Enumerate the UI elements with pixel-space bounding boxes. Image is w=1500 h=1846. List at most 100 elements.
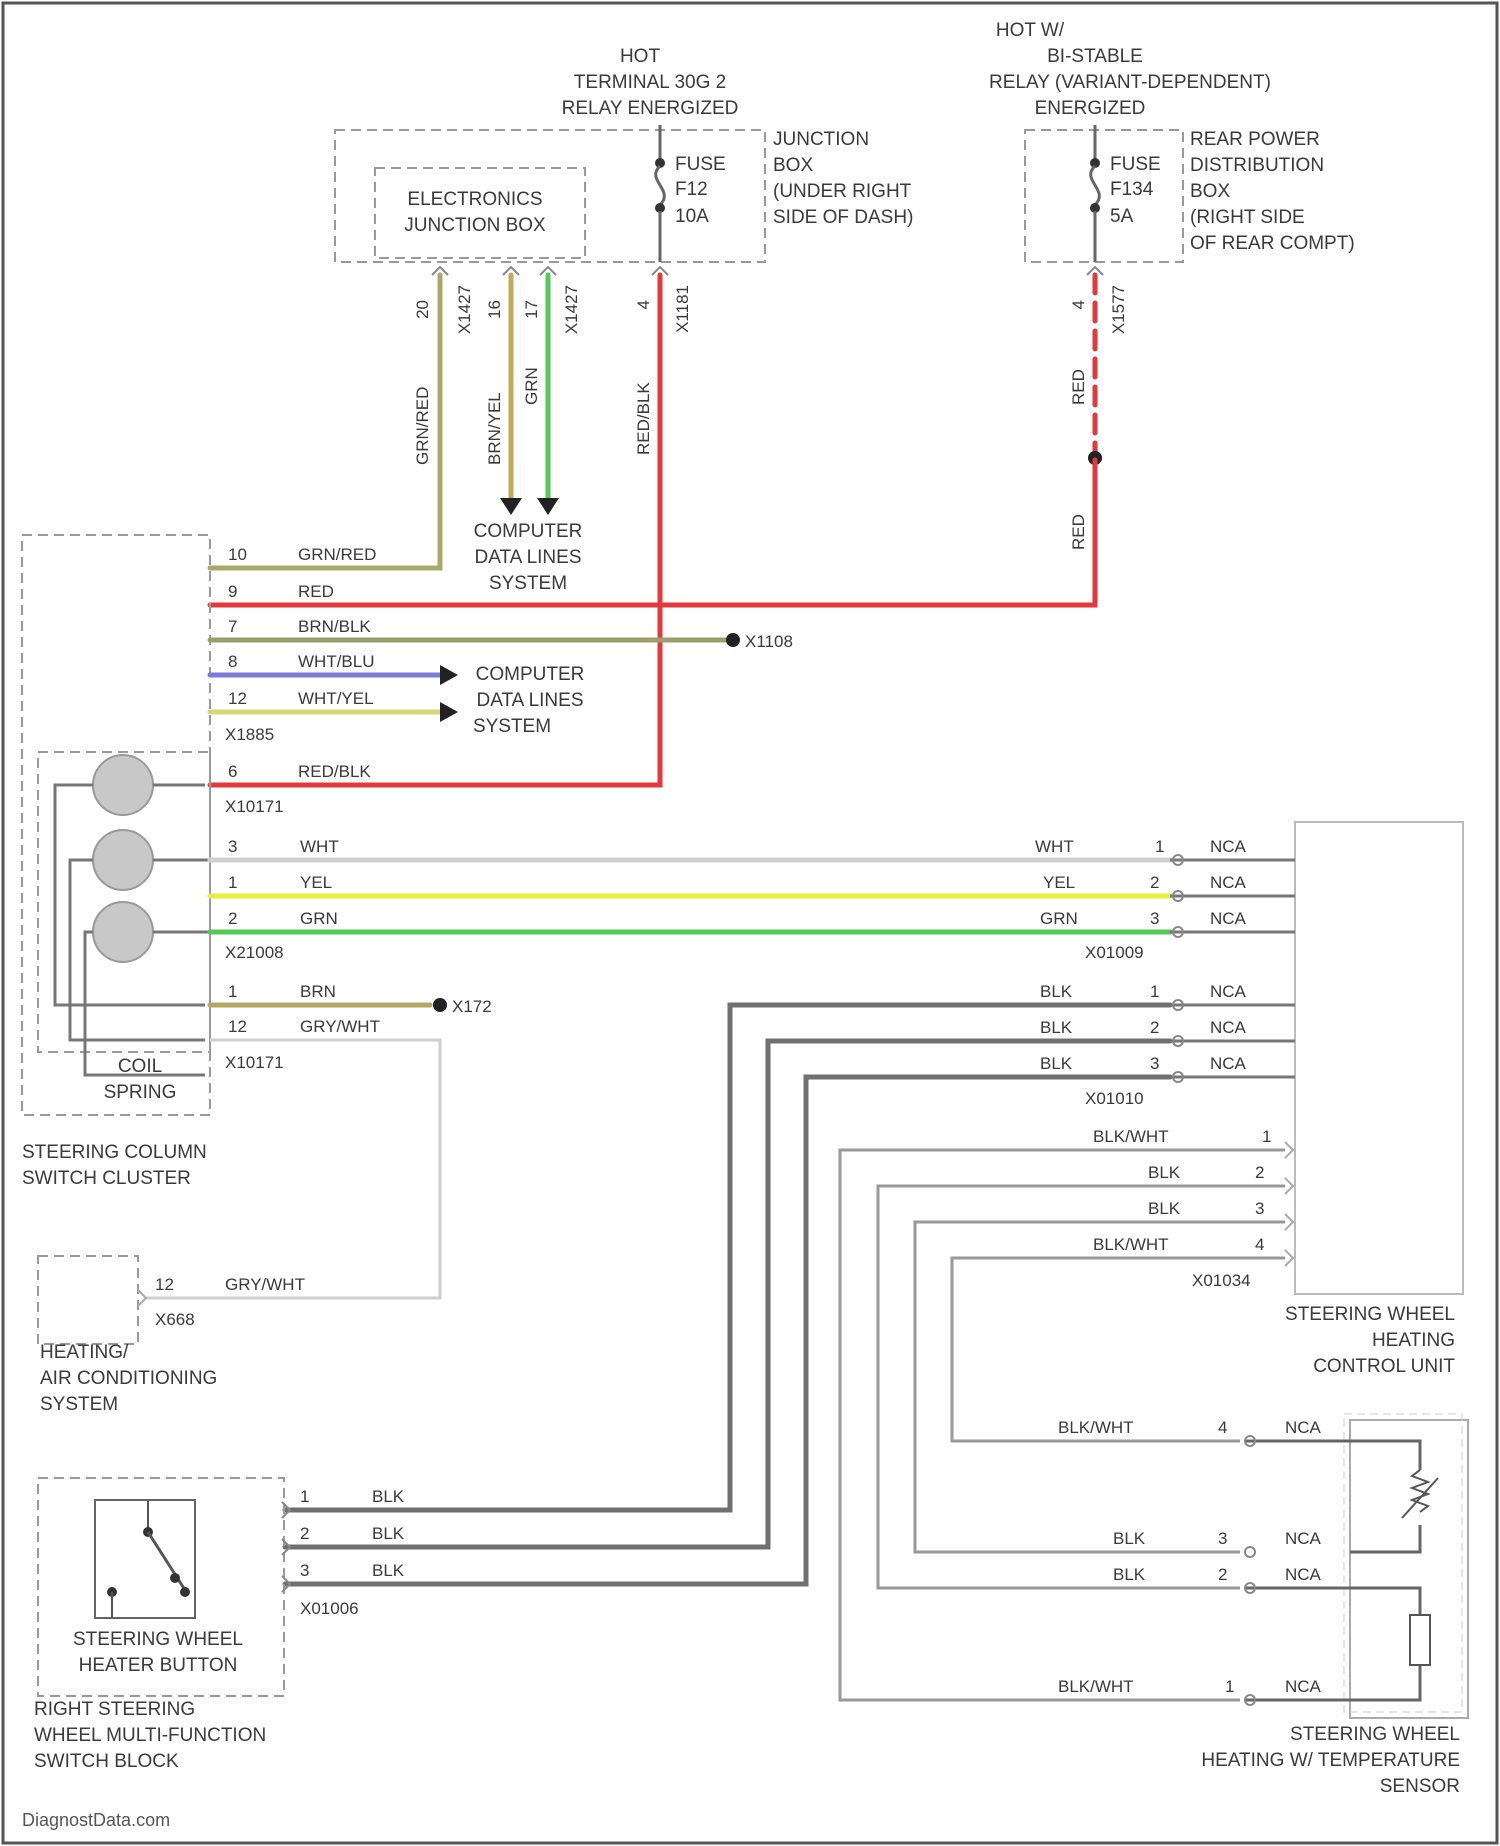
sensor-row1-wire: BLK/WHT — [1058, 1418, 1134, 1437]
bb-row2-pin: 2 — [300, 1524, 309, 1543]
heater-button-box — [95, 1500, 195, 1618]
rear-box-label-1: REAR POWER — [1190, 129, 1320, 150]
cu-low2-wire: BLK — [1148, 1163, 1181, 1182]
vw3-color: GRN — [522, 367, 541, 405]
cu-mid2-wire: BLK — [1040, 1018, 1073, 1037]
cs-redblk-pin: 6 — [228, 762, 237, 781]
vw1-connector: X1427 — [455, 285, 474, 334]
bb-connector: X01006 — [300, 1599, 359, 1618]
wire-red-blk — [210, 275, 660, 785]
right-header-line-3: RELAY (VARIANT-DEPENDENT) — [989, 72, 1271, 93]
cu-low4-wire: BLK/WHT — [1093, 1235, 1169, 1254]
rear-box-label-2: DISTRIBUTION — [1190, 155, 1324, 176]
heater-element-icon — [1410, 1615, 1430, 1665]
cs-low2-wire: GRY/WHT — [300, 1017, 380, 1036]
right-header-line-4: ENERGIZED — [1035, 98, 1146, 119]
electronics-junction-box-outline — [375, 168, 585, 258]
bb-row2-wire: BLK — [372, 1524, 405, 1543]
cu-connector-a: X01009 — [1085, 943, 1144, 962]
button-block-title-2: WHEEL MULTI-FUNCTION — [34, 1725, 266, 1746]
cs-low2-pin: 12 — [228, 1017, 247, 1036]
fuse-f134-line-1: FUSE — [1110, 154, 1161, 175]
sensor-row3-nca: NCA — [1285, 1565, 1322, 1584]
vw5-color-top: RED — [1069, 369, 1088, 405]
control-unit-pin-leads — [1170, 860, 1295, 1077]
cu-up2-pin: 2 — [1150, 873, 1159, 892]
bb-row3-wire: BLK — [372, 1561, 405, 1580]
coil-spring-line-1: COIL — [118, 1056, 162, 1077]
vw5-pin: 4 — [1069, 300, 1088, 309]
vw4-pin: 4 — [634, 300, 653, 309]
cs-low1-wire: BRN — [300, 982, 336, 1001]
vw4-color: RED/BLK — [634, 382, 653, 455]
cs-row4-wire: WHT/BLU — [298, 652, 375, 671]
left-power-header: HOT TERMINAL 30G 2 RELAY ENERGIZED — [562, 46, 739, 119]
wire-grn-red — [210, 275, 440, 568]
cs-row3-pin: 7 — [228, 617, 237, 636]
cs-row2-wire: RED — [298, 582, 334, 601]
cs-row3-wire: BRN/BLK — [298, 617, 371, 636]
cs-connector-4: X10171 — [225, 1053, 284, 1072]
fuse-f134-line-2: F134 — [1110, 179, 1154, 200]
sensor-box — [1350, 1420, 1468, 1718]
fuse-f134-line-3: 5A — [1110, 206, 1134, 227]
ground-dot — [726, 633, 740, 647]
hvac-connector-mark — [138, 1290, 146, 1306]
hvac-wire: GRY/WHT — [225, 1275, 305, 1294]
cu-mid1-pin: 1 — [1150, 982, 1159, 1001]
top-connector-marks — [432, 267, 1103, 275]
cdl1-line-1: COMPUTER — [474, 521, 583, 542]
cs-sp3-pin: 2 — [228, 909, 237, 928]
arrow-down-icon — [500, 498, 522, 515]
cu-mid3-pin: 3 — [1150, 1054, 1159, 1073]
right-header-line-1: HOT W/ — [996, 20, 1065, 41]
watermark: DiagnostData.com — [22, 1810, 170, 1830]
button-block-title-3: SWITCH BLOCK — [34, 1751, 179, 1772]
vw3-pin: 17 — [522, 300, 541, 319]
fuse-f12-line-2: F12 — [675, 179, 708, 200]
coil-spring-line-2: SPRING — [104, 1082, 177, 1103]
cu-low1-pin: 1 — [1262, 1127, 1271, 1146]
coil-spring-discs — [93, 755, 153, 962]
cu-mid3-wire: BLK — [1040, 1054, 1073, 1073]
sensor-title-3: SENSOR — [1380, 1776, 1460, 1797]
heater-button-line-2: HEATER BUTTON — [79, 1655, 238, 1676]
hvac-connector: X668 — [155, 1310, 195, 1329]
vw5-connector: X1577 — [1109, 285, 1128, 334]
wire-red — [210, 460, 1095, 605]
cs-row5-wire: WHT/YEL — [298, 689, 374, 708]
vw1-color: GRN/RED — [413, 387, 432, 465]
sensor-row3-pin: 2 — [1218, 1565, 1227, 1584]
control-unit-lower-marks — [1285, 1142, 1293, 1266]
left-header-line-1: HOT — [620, 46, 661, 67]
cdl2-line-1: COMPUTER — [476, 664, 585, 685]
right-power-header: HOT W/ BI-STABLE RELAY (VARIANT-DEPENDEN… — [989, 20, 1271, 119]
vw2-pin: 16 — [485, 300, 504, 319]
sensor-row2-pin: 3 — [1218, 1529, 1227, 1548]
control-unit-title-1: STEERING WHEEL — [1285, 1304, 1455, 1325]
hvac-title-2: AIR CONDITIONING — [40, 1368, 217, 1389]
bb-row3-pin: 3 — [300, 1561, 309, 1580]
junction-box-label-2: BOX — [773, 155, 813, 176]
cu-up1-nca: NCA — [1210, 837, 1247, 856]
rear-box-label-4: (RIGHT SIDE — [1190, 207, 1305, 228]
cu-up2-wire: YEL — [1043, 873, 1075, 892]
control-unit-title-2: HEATING — [1372, 1330, 1455, 1351]
cu-up1-wire: WHT — [1035, 837, 1074, 856]
cs-sp2-pin: 1 — [228, 873, 237, 892]
cs-ground-1: X1108 — [745, 632, 793, 651]
cs-connector-1: X1885 — [225, 725, 274, 744]
hvac-title-3: SYSTEM — [40, 1394, 118, 1415]
cu-up2-nca: NCA — [1210, 873, 1247, 892]
cs-row4-pin: 8 — [228, 652, 237, 671]
sensor-title-2: HEATING W/ TEMPERATURE — [1201, 1750, 1460, 1771]
cs-sp2-wire: YEL — [300, 873, 332, 892]
arrow-right-icon — [440, 702, 458, 722]
cu-connector-b: X01010 — [1085, 1089, 1144, 1108]
column-switch-title-1: STEERING COLUMN — [22, 1142, 207, 1163]
vw2-color: BRN/YEL — [485, 392, 504, 465]
cdl2-line-2: DATA LINES — [477, 690, 584, 711]
vw5-color-bottom: RED — [1069, 514, 1088, 550]
rear-power-box-outline — [1025, 130, 1183, 262]
electronics-box-line-2: JUNCTION BOX — [404, 215, 546, 236]
